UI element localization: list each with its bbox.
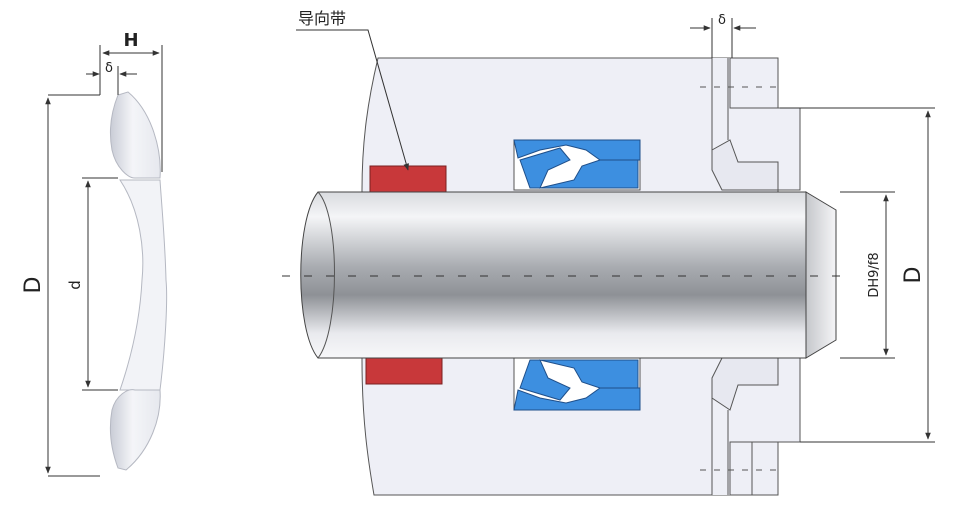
installation-section: 导向带 δ DH9/f8 D <box>282 9 935 496</box>
seal-profile-left: D d H δ <box>21 30 168 477</box>
seal-middle-lip <box>119 179 168 391</box>
seal-top <box>513 139 641 189</box>
piston-rod <box>300 191 807 359</box>
wiper-lip-top <box>711 139 779 191</box>
rod-end-chamfer <box>805 191 837 359</box>
label-fit: DH9/f8 <box>867 252 882 297</box>
seal-bottom <box>513 359 641 411</box>
label-outer-diameter-right: D <box>901 267 926 284</box>
label-guide-band: 导向带 <box>298 9 346 28</box>
label-delta-left: δ <box>105 61 113 76</box>
label-inner-diameter: d <box>66 280 84 290</box>
guide-band-leader <box>296 29 409 171</box>
label-delta-right: δ <box>718 13 726 28</box>
seal-lower-lobe <box>109 389 161 471</box>
label-height: H <box>123 30 138 51</box>
label-outer-diameter-left: D <box>21 277 46 294</box>
seal-upper-lobe <box>109 91 161 179</box>
guide-band-bottom <box>365 357 443 385</box>
